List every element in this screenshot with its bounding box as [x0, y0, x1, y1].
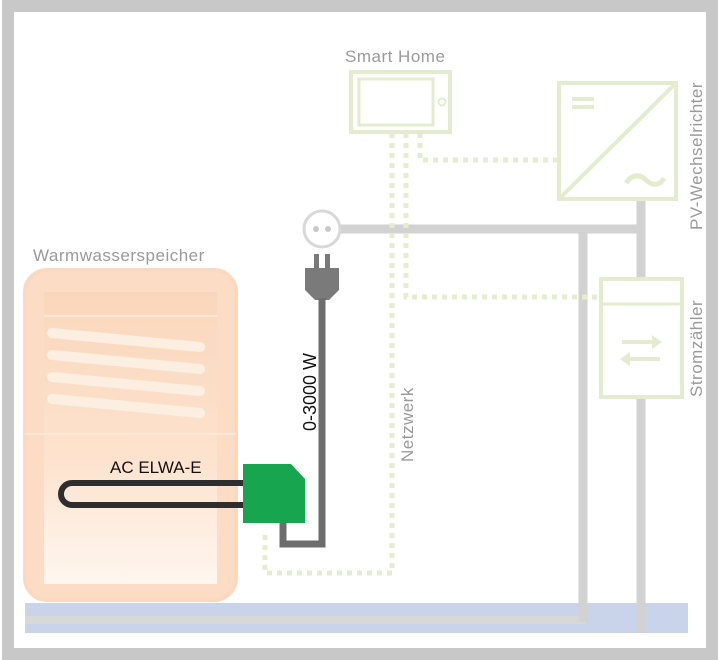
device-label: AC ELWA-E: [110, 458, 202, 477]
electricity-meter: [599, 277, 684, 399]
pv-inverter-label: PV-Wechselrichter: [687, 81, 706, 230]
water-tank-label: Warmwasserspeicher: [33, 246, 205, 265]
meter-label: Stromzähler: [687, 299, 706, 397]
home-button-icon: [437, 97, 447, 107]
heat-exchanger-coil: [47, 328, 205, 418]
network-label: Netzwerk: [398, 387, 417, 462]
ac-elwa-e-device: [243, 464, 305, 523]
power-wiring: [340, 199, 646, 633]
power-range-label: 0-3000 W: [300, 352, 320, 431]
network-lines: [262, 133, 597, 576]
smart-home-device: [349, 70, 452, 134]
heating-rod: [58, 480, 243, 508]
equals-icon: [572, 97, 594, 109]
smart-home-label: Smart Home: [345, 47, 446, 66]
tilde-icon: [623, 173, 667, 187]
power-socket-icon: [302, 209, 342, 249]
power-plug-icon: [305, 254, 339, 300]
pv-inverter: [557, 81, 678, 201]
water-tank: [23, 268, 238, 602]
power-cable: [279, 298, 326, 548]
bidirectional-arrows-icon: [620, 335, 662, 366]
